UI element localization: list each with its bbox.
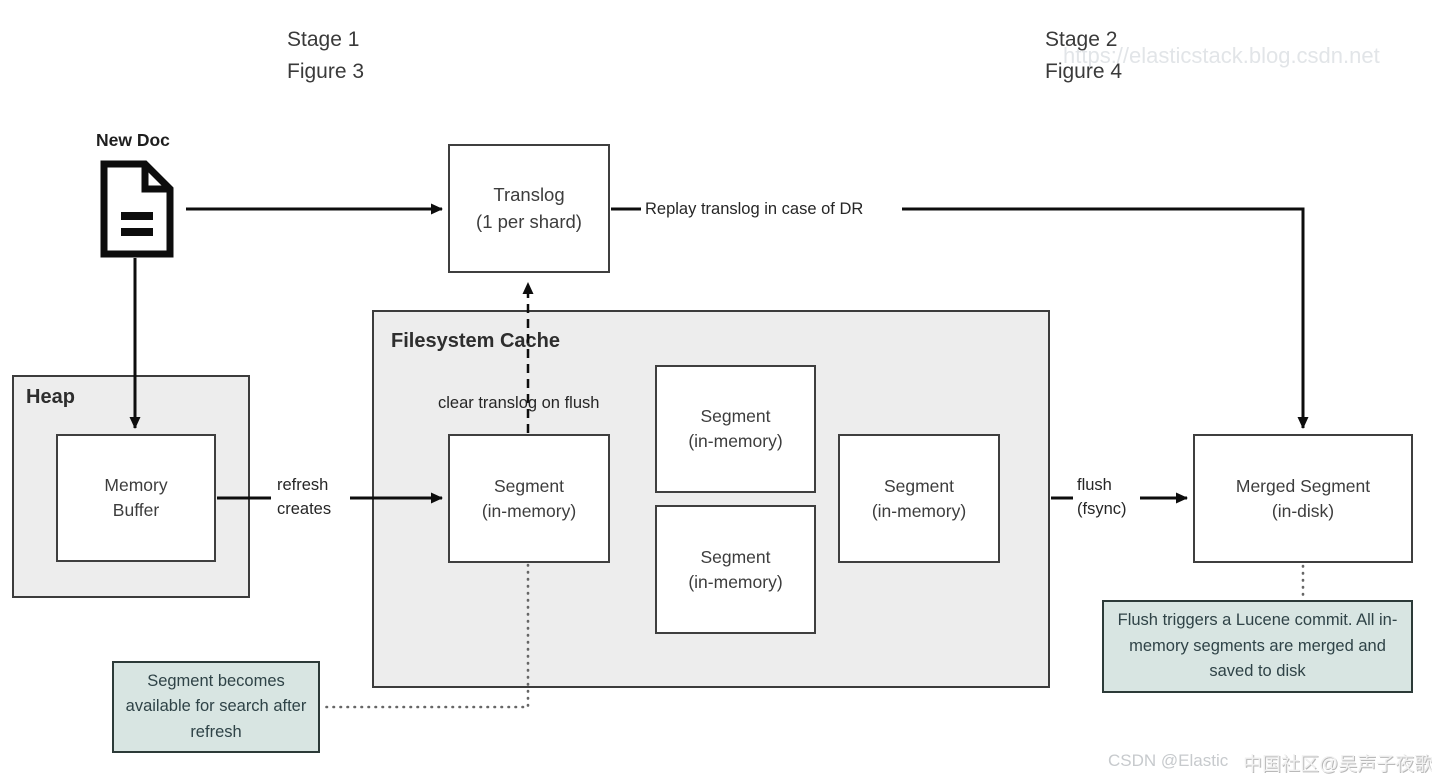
note-search-after-refresh: Segment becomes available for search aft… <box>112 661 320 753</box>
segment-box-3: Segment (in-memory) <box>655 505 816 634</box>
segment-box-1: Segment (in-memory) <box>448 434 610 563</box>
stage2-caption: Stage 2 Figure 4 <box>1045 28 1123 83</box>
refresh-creates-label: refresh creates <box>277 476 332 518</box>
watermark-csdn-elastic: CSDN @Elastic <box>1108 751 1229 770</box>
flush-fsync-label: flush (fsync) <box>1077 476 1127 518</box>
merged-segment-box: Merged Segment (in-disk) <box>1193 434 1413 563</box>
watermark-url: https://elasticstack.blog.csdn.net <box>1063 43 1380 68</box>
watermark-csdn-user: 中国社区@吴声子夜歌 <box>1243 754 1432 775</box>
translog-box: Translog (1 per shard) <box>448 144 610 273</box>
replay-translog-label: Replay translog in case of DR <box>645 200 864 218</box>
memory-buffer-box: Memory Buffer <box>56 434 216 562</box>
filesystem-cache-title: Filesystem Cache <box>391 330 560 352</box>
clear-translog-label: clear translog on flush <box>438 394 600 412</box>
new-doc-icon <box>100 160 174 258</box>
note-flush-commit: Flush triggers a Lucene commit. All in-m… <box>1102 600 1413 693</box>
segment-box-4: Segment (in-memory) <box>838 434 1000 563</box>
segment-box-2: Segment (in-memory) <box>655 365 816 493</box>
heap-title: Heap <box>26 386 75 408</box>
stage1-caption: Stage 1 Figure 3 <box>287 28 365 83</box>
new-doc-label: New Doc <box>96 130 170 150</box>
